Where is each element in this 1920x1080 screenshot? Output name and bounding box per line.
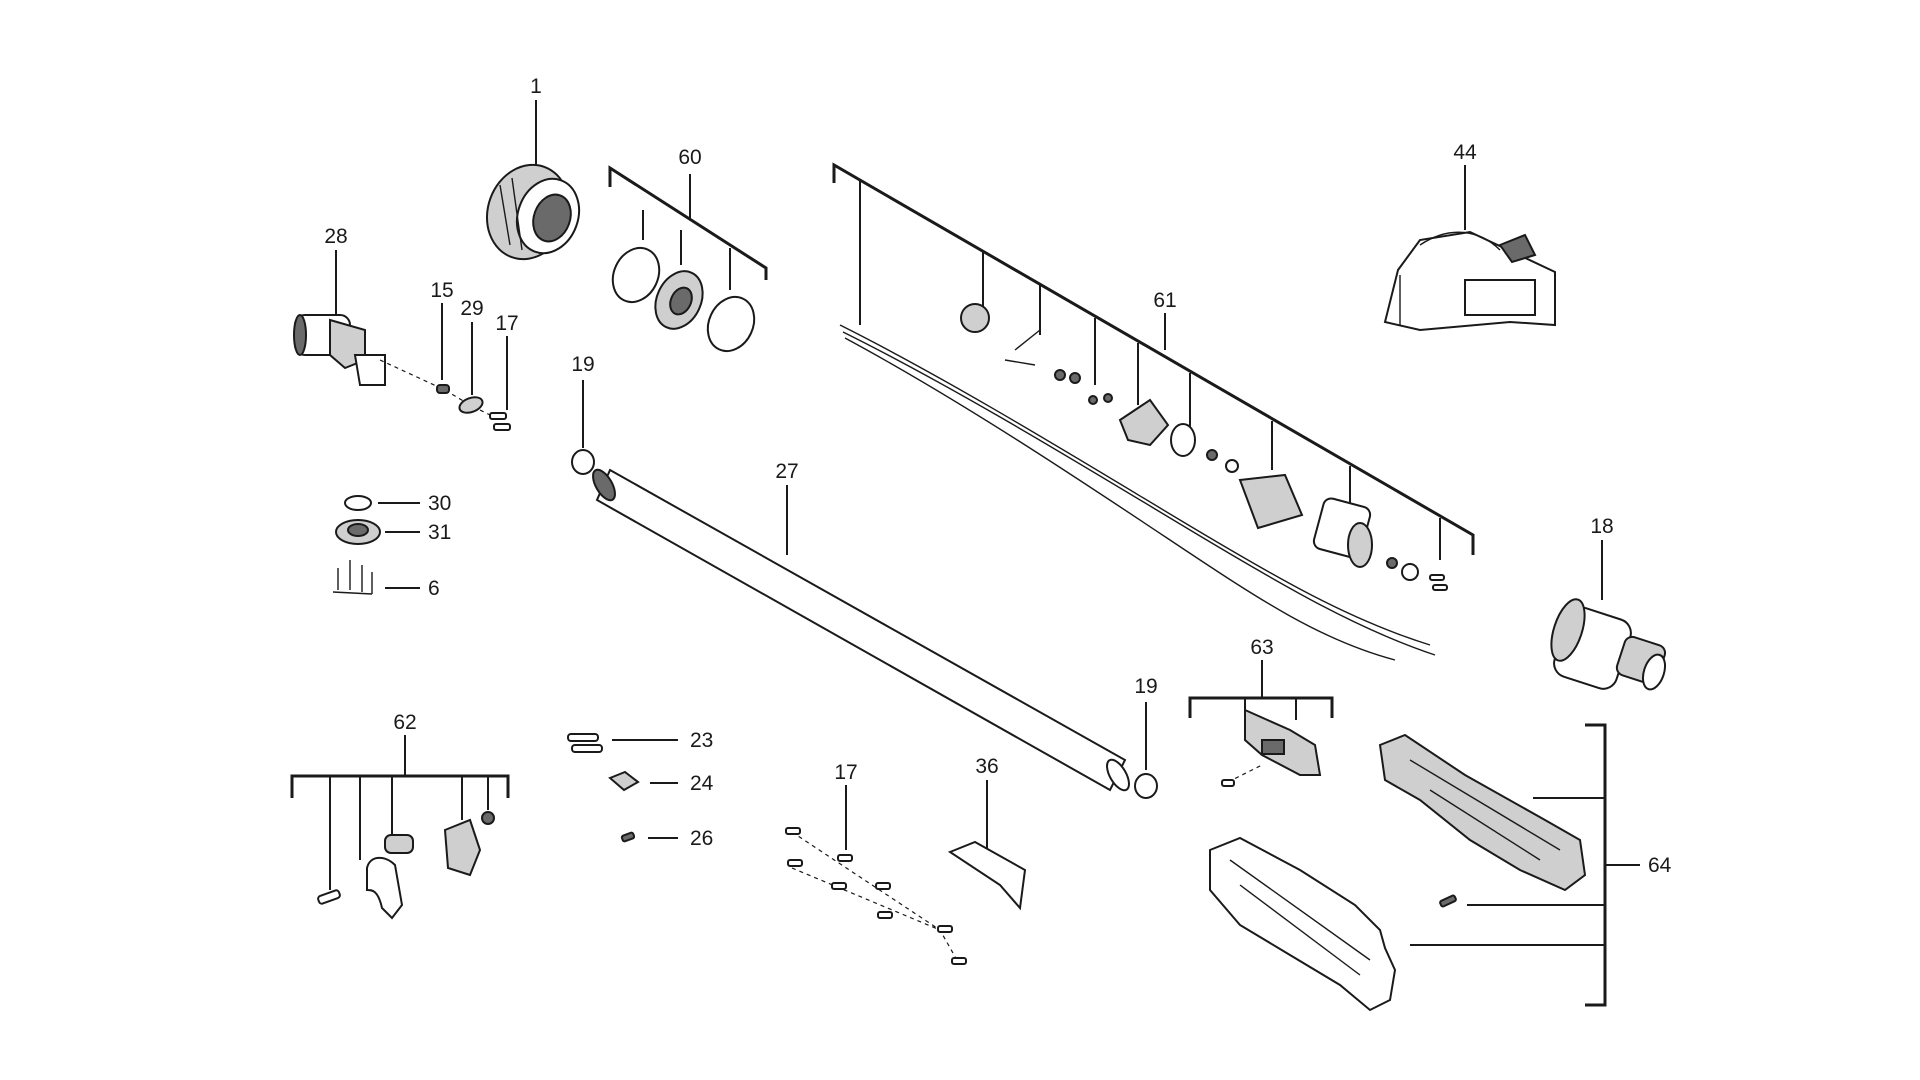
- callout-27: 27: [775, 460, 798, 483]
- part-29-clip: [458, 396, 484, 414]
- callout-17b: 17: [834, 761, 857, 784]
- callout-19b: 19: [1134, 675, 1157, 698]
- callout-30: 30: [428, 492, 451, 515]
- callout-62: 62: [393, 711, 416, 734]
- part-19-ring-bottom: [1134, 773, 1158, 799]
- callout-26: 26: [690, 827, 713, 850]
- part-31-nut: [335, 519, 381, 545]
- part-26-clip: [620, 831, 636, 843]
- part-24-nut: [608, 770, 640, 792]
- part-23-screws: [567, 733, 603, 753]
- callout-64: 64: [1648, 854, 1672, 877]
- part-44-strap: [1383, 230, 1556, 332]
- part-60-seal-kit: [608, 165, 768, 353]
- part-36-label: [947, 840, 1027, 911]
- callout-1: 1: [530, 75, 542, 98]
- callout-17a: 17: [495, 312, 518, 335]
- part-62-clamp-kit: [290, 735, 510, 920]
- part-61-motor-kit: [832, 162, 1475, 661]
- part-63-switch-kit: [1188, 660, 1334, 787]
- callout-61: 61: [1153, 289, 1176, 312]
- part-17-screws-lower: [785, 827, 967, 965]
- callout-36: 36: [975, 755, 998, 778]
- part-15-pin: [436, 384, 450, 394]
- part-19-ring-top: [571, 449, 595, 475]
- callout-44: 44: [1453, 141, 1477, 164]
- callout-23: 23: [690, 729, 713, 752]
- part-6-pins: [332, 560, 373, 595]
- part-17-screws-upper: [489, 412, 511, 431]
- part-28-elbow: [293, 314, 386, 386]
- callout-28: 28: [324, 225, 347, 248]
- callout-31: 31: [428, 521, 451, 544]
- callout-19a: 19: [571, 353, 594, 376]
- callout-60: 60: [678, 146, 701, 169]
- part-27-tube: [592, 468, 1130, 792]
- callout-15: 15: [430, 279, 453, 302]
- callout-18: 18: [1590, 515, 1613, 538]
- callout-29: 29: [460, 297, 483, 320]
- callout-6: 6: [428, 577, 440, 600]
- part-64-housing-kit: [1209, 723, 1640, 1012]
- part-1-collar: [485, 163, 581, 261]
- part-30-washer: [344, 495, 372, 511]
- callout-63: 63: [1250, 636, 1273, 659]
- callout-24: 24: [690, 772, 714, 795]
- part-18-endcap: [1550, 598, 1667, 691]
